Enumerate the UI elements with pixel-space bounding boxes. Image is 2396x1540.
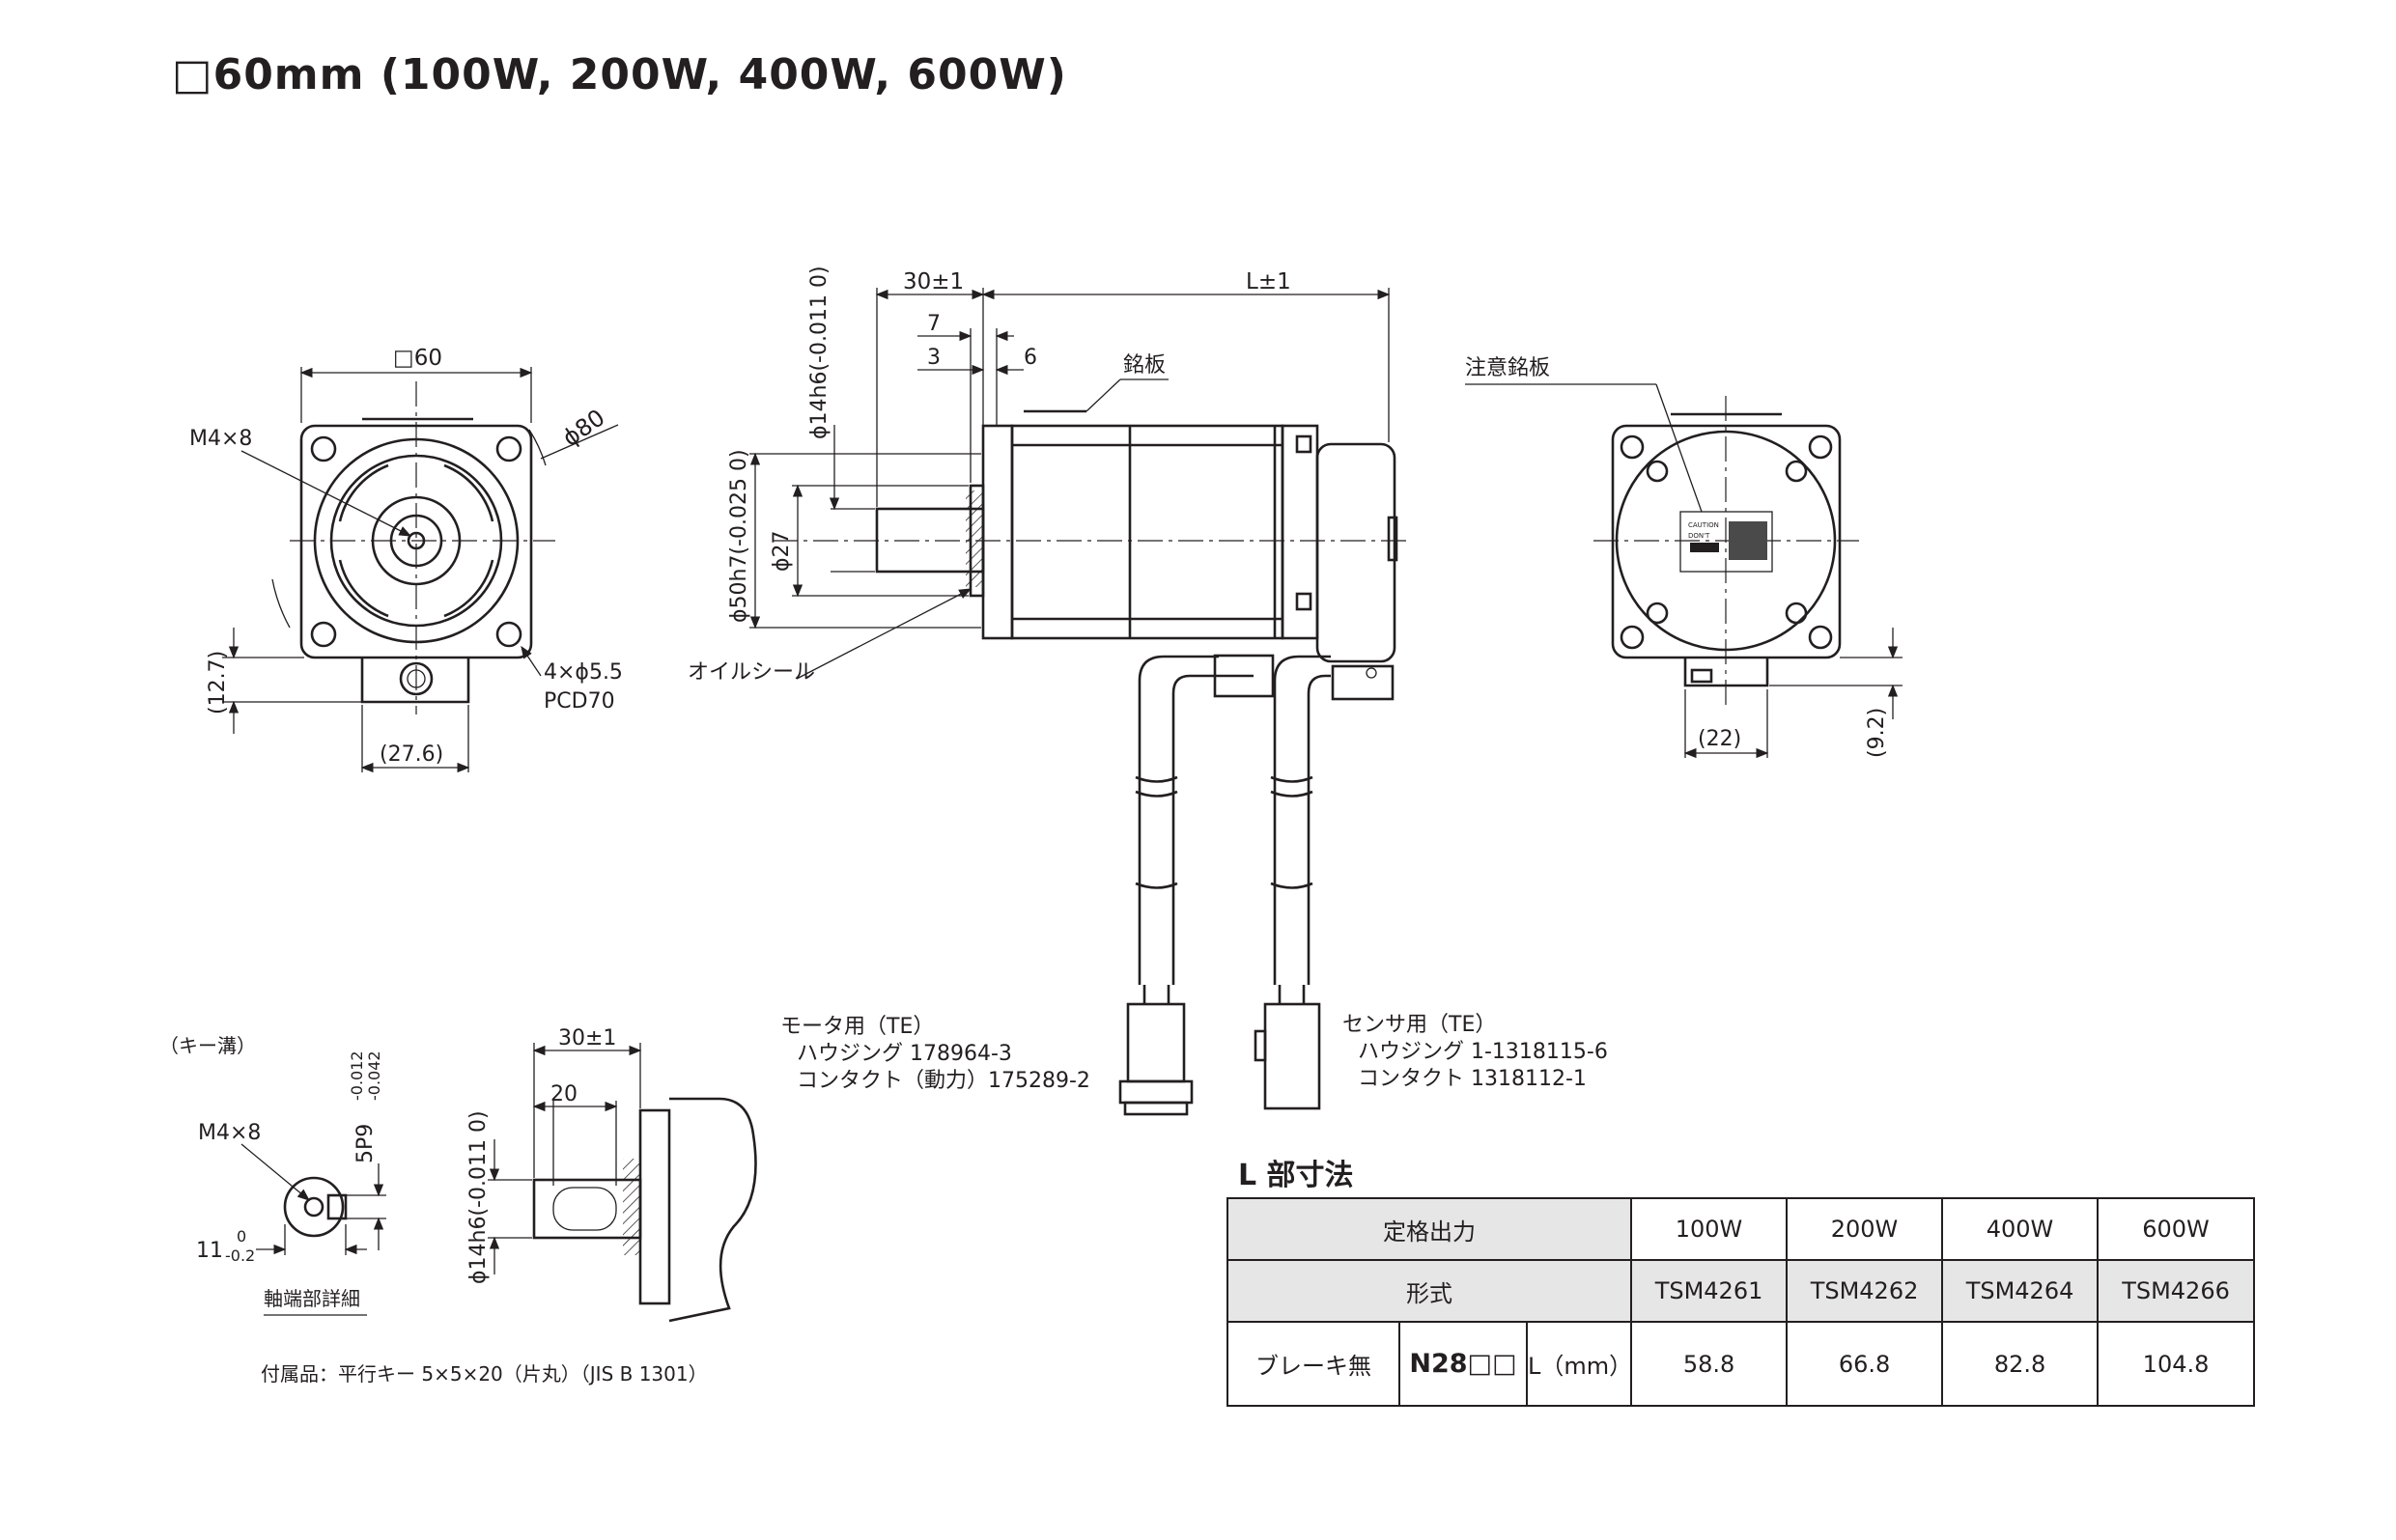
output-cell: 100W — [1630, 1197, 1789, 1261]
side-dim-3: 3 — [927, 346, 941, 370]
sensor-connector-line2: ハウジング 1-1318115-6 — [1358, 1040, 1608, 1064]
length-cell: 82.8 — [1941, 1321, 2100, 1407]
nameplate-label: 銘板 — [1123, 353, 1166, 378]
rear-view: CAUTION DON'T 注意銘板 (22) (9.2) — [1465, 356, 1903, 759]
front-pilot-dim: ϕ80 — [557, 404, 609, 452]
model-cell: TSM4264 — [1941, 1259, 2100, 1323]
sensor-connector-line1: センサ用（TE） — [1342, 1013, 1496, 1037]
header-model: 形式 — [1226, 1259, 1633, 1323]
front-view: □60 M4×8 ϕ80 4×ϕ5.5 PCD70 (12.7) (27.6) — [189, 346, 623, 773]
front-conn-height: (12.7) — [206, 651, 230, 714]
key-width-dim: 5P9 — [353, 1124, 378, 1163]
shaft-detail-caption: 軸端部詳細 — [264, 1287, 360, 1310]
code-cell: N28□□ — [1398, 1321, 1528, 1407]
rear-conn-width: (22) — [1698, 727, 1741, 751]
front-pcd-dim: PCD70 — [544, 689, 615, 714]
key-width-tol-upper: -0.012 — [348, 1050, 366, 1101]
motor-connector-line2: ハウジング 178964-3 — [797, 1042, 1012, 1066]
sensor-connector-line3: コンタクト 1318112-1 — [1358, 1067, 1587, 1091]
detail-shaft-length: 30±1 — [558, 1026, 616, 1050]
side-shaft-length: 30±1 — [903, 269, 964, 294]
side-body-length: L±1 — [1246, 269, 1291, 294]
model-cell: TSM4261 — [1630, 1259, 1789, 1323]
rear-conn-height: (9.2) — [1865, 708, 1889, 758]
detail-shaft-dia: ϕ14h6(-0.011 0) — [466, 1110, 491, 1284]
side-dim-7: 7 — [927, 312, 941, 336]
side-dim-6: 6 — [1024, 346, 1037, 370]
model-cell: TSM4262 — [1786, 1259, 1944, 1323]
model-cell: TSM4266 — [2097, 1259, 2256, 1323]
front-holes-dim: 4×ϕ5.5 — [544, 660, 623, 685]
front-conn-width: (27.6) — [380, 742, 443, 767]
header-output: 定格出力 — [1226, 1197, 1633, 1261]
length-cell: 66.8 — [1786, 1321, 1944, 1407]
key-depth-tol-upper: 0 — [237, 1227, 246, 1246]
length-cell: 58.8 — [1630, 1321, 1789, 1407]
caution-plate-text-2: DON'T — [1688, 532, 1710, 540]
page-title: □60mm (100W, 200W, 400W, 600W) — [172, 50, 1067, 99]
front-square-dim: □60 — [393, 346, 442, 371]
detail-tap-label: M4×8 — [198, 1121, 261, 1145]
output-cell: 400W — [1941, 1197, 2100, 1261]
oil-seal-label: オイルシール — [688, 660, 815, 685]
output-cell: 200W — [1786, 1197, 1944, 1261]
side-pilot-dia: ϕ50h7(-0.025 0) — [727, 449, 751, 623]
length-cell: 104.8 — [2097, 1321, 2256, 1407]
detail-key-length: 20 — [550, 1082, 578, 1106]
accessory-note: 付属品：平行キー 5×5×20（片丸）（JIS B 1301） — [261, 1362, 708, 1386]
key-groove-label: （キー溝） — [159, 1034, 256, 1057]
caution-plate-label: 注意銘板 — [1465, 356, 1550, 380]
l-dimension-table: 定格出力 100W 200W 400W 600W 形式 TSM4261 TSM4… — [1226, 1197, 2256, 1407]
sensor-connector-labels: センサ用（TE） ハウジング 1-1318115-6 コンタクト 1318112… — [1342, 1013, 1608, 1091]
caution-plate-text-1: CAUTION — [1688, 521, 1719, 529]
front-tap-label: M4×8 — [189, 427, 252, 451]
motor-connector-labels: モータ用（TE） ハウジング 178964-3 コンタクト（動力）175289-… — [780, 1015, 1090, 1093]
spec-table-title: L 部寸法 — [1238, 1159, 1354, 1192]
motor-connector-line1: モータ用（TE） — [780, 1015, 934, 1039]
motor-connector-line3: コンタクト（動力）175289-2 — [797, 1069, 1090, 1093]
key-depth-tol-lower: -0.2 — [225, 1246, 255, 1265]
l-label: L（mm） — [1525, 1321, 1632, 1407]
key-width-tol-lower: -0.042 — [365, 1050, 383, 1101]
output-cell: 600W — [2097, 1197, 2256, 1261]
side-dim-27: ϕ27 — [770, 530, 794, 572]
key-depth-dim: 11 — [196, 1239, 223, 1263]
side-view: 30±1 L±1 7 3 6 ϕ14h6(-0.011 0) ϕ27 ϕ50h7… — [688, 266, 1410, 1116]
brake-label: ブレーキ無 — [1226, 1321, 1400, 1407]
side-shaft-dia: ϕ14h6(-0.011 0) — [807, 266, 832, 439]
shaft-detail: （キー溝） M4×8 5P9 -0.012 -0.042 11 0 -0.2 軸… — [159, 1026, 757, 1323]
